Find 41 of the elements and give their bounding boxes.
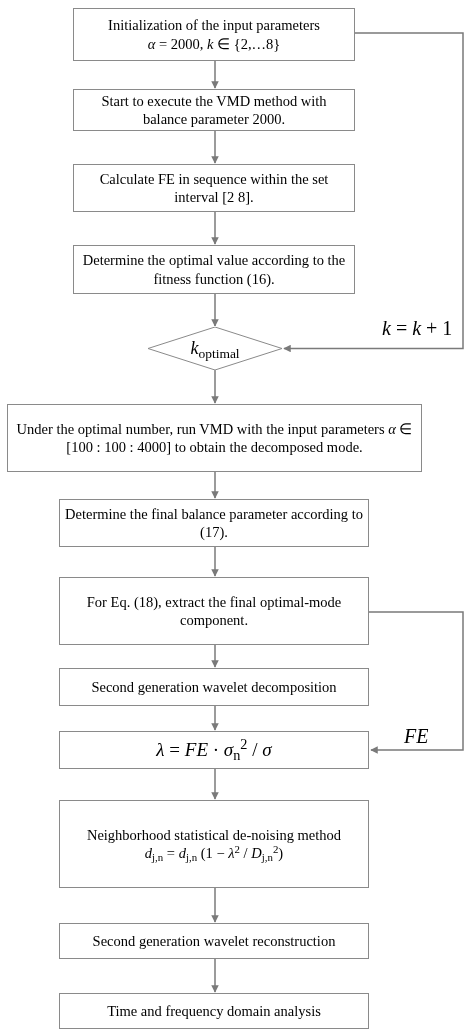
arrow — [211, 644, 219, 668]
process-box — [59, 577, 369, 645]
arrow — [211, 369, 219, 404]
process-box — [59, 993, 369, 1029]
step-text: Determine the optimal value according to the fitness function (16). — [81, 251, 347, 288]
process-box — [73, 89, 355, 131]
process-box — [7, 404, 422, 472]
arrow — [368, 611, 464, 754]
step-text: Determine the final balance parameter according to (17). — [64, 504, 364, 542]
step-text: Second generation wavelet decomposition — [91, 677, 337, 697]
process-box — [59, 668, 369, 706]
formula: α = 2000, k ∈ {2,…8} — [147, 34, 281, 53]
process-box — [73, 164, 355, 212]
process-box — [59, 731, 369, 769]
process-box — [59, 800, 369, 888]
arrow — [211, 130, 219, 164]
process-box — [59, 923, 369, 959]
arrow — [283, 32, 464, 353]
arrow — [211, 768, 219, 800]
step-text: Initialization of the input parameters — [108, 16, 320, 35]
arrow — [211, 958, 219, 993]
process-box — [73, 8, 355, 61]
formula: d$_{j,n}$ = d$_{j,n}$ (1 − λ$^{2}$ / D$_{j,n}$$^{2}$) — [144, 844, 284, 863]
arrow — [211, 887, 219, 923]
step-text: Calculate FE in sequence within the set interval [2 8]. — [98, 169, 330, 207]
arrow — [211, 60, 219, 89]
arrow — [211, 705, 219, 731]
step-text: k$_{optimal}$ — [190, 337, 240, 360]
arrow — [211, 546, 219, 577]
arrow — [211, 211, 219, 245]
process-box — [73, 245, 355, 294]
step-text: Time and frequency domain analysis — [107, 1001, 321, 1021]
arrow — [211, 471, 219, 499]
step-text: Under the optimal number, run VMD with the input parameters α ∈ [100 : 100 : 4000] to obtain the decomposed mode. — [15, 419, 414, 457]
step-text: Second generation wavelet reconstruction — [92, 931, 336, 951]
step-text: Neighborhood statistical de-noising method — [86, 825, 342, 844]
arrow — [211, 293, 219, 327]
step-text: For Eq. (18), extract the final optimal-mode component. — [85, 592, 343, 630]
decision-diamond — [148, 327, 282, 370]
step-text: Start to execute the VMD method with balance parameter 2000. — [100, 91, 328, 129]
step-text: λ = FE · σ$_{n}$$^{2}$ / σ — [156, 738, 272, 762]
